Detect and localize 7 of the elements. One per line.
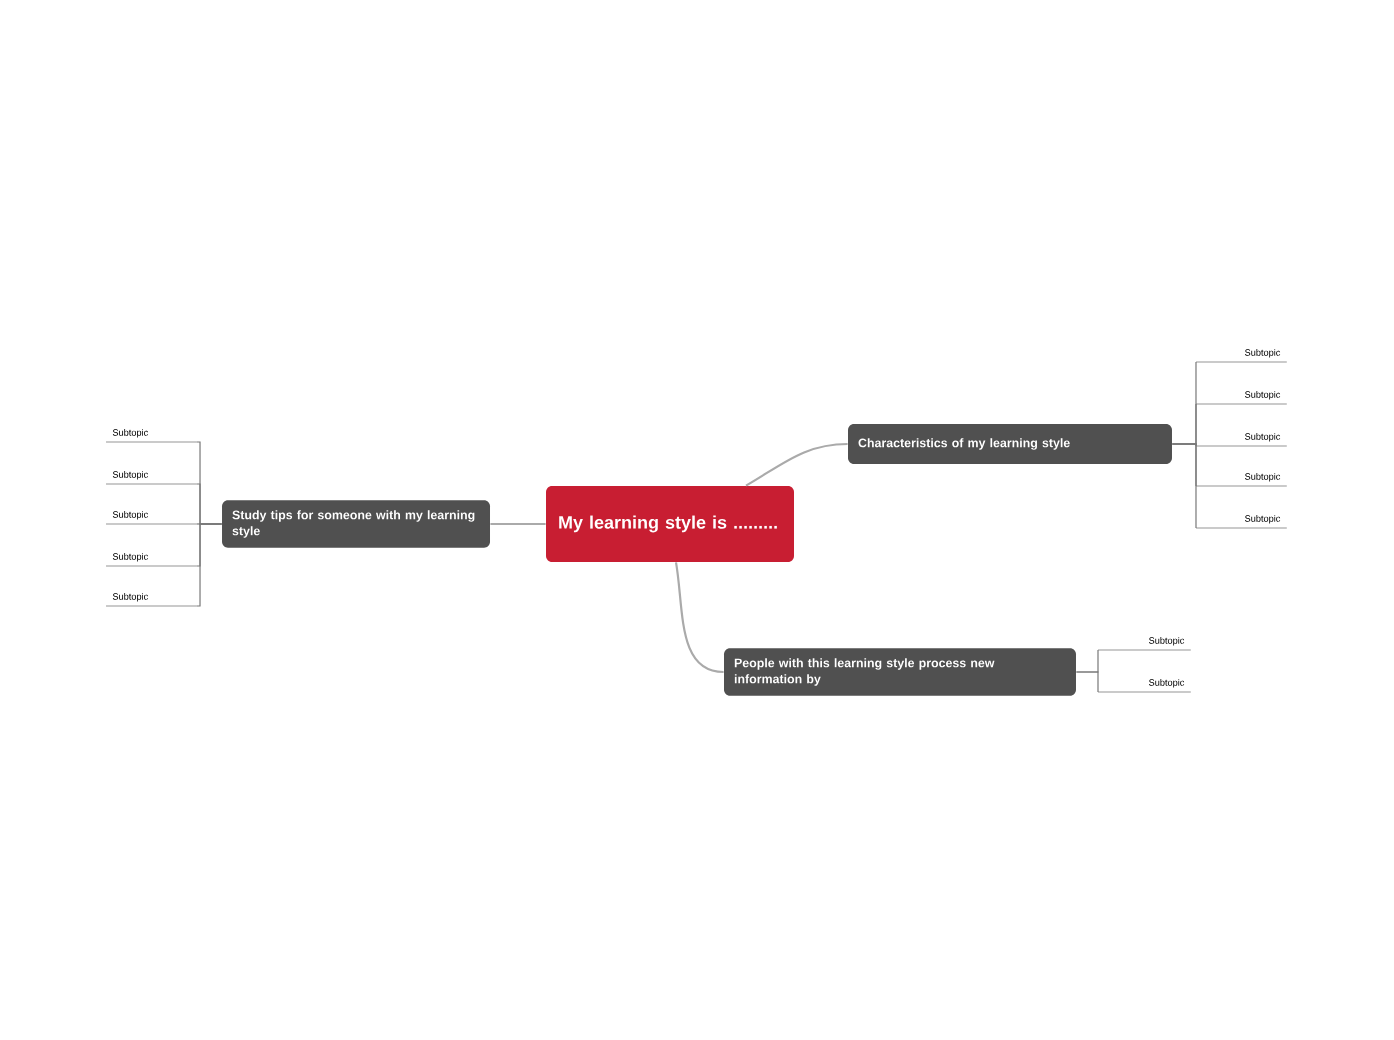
connector-line: [490, 522, 546, 526]
connector-line: [674, 562, 724, 674]
connector-line: [745, 442, 848, 487]
connector-line: [196, 523, 223, 607]
central-topic-box: My learning style is .........: [546, 486, 794, 562]
connector-line: [1075, 671, 1099, 693]
connector-line: [1171, 443, 1197, 529]
